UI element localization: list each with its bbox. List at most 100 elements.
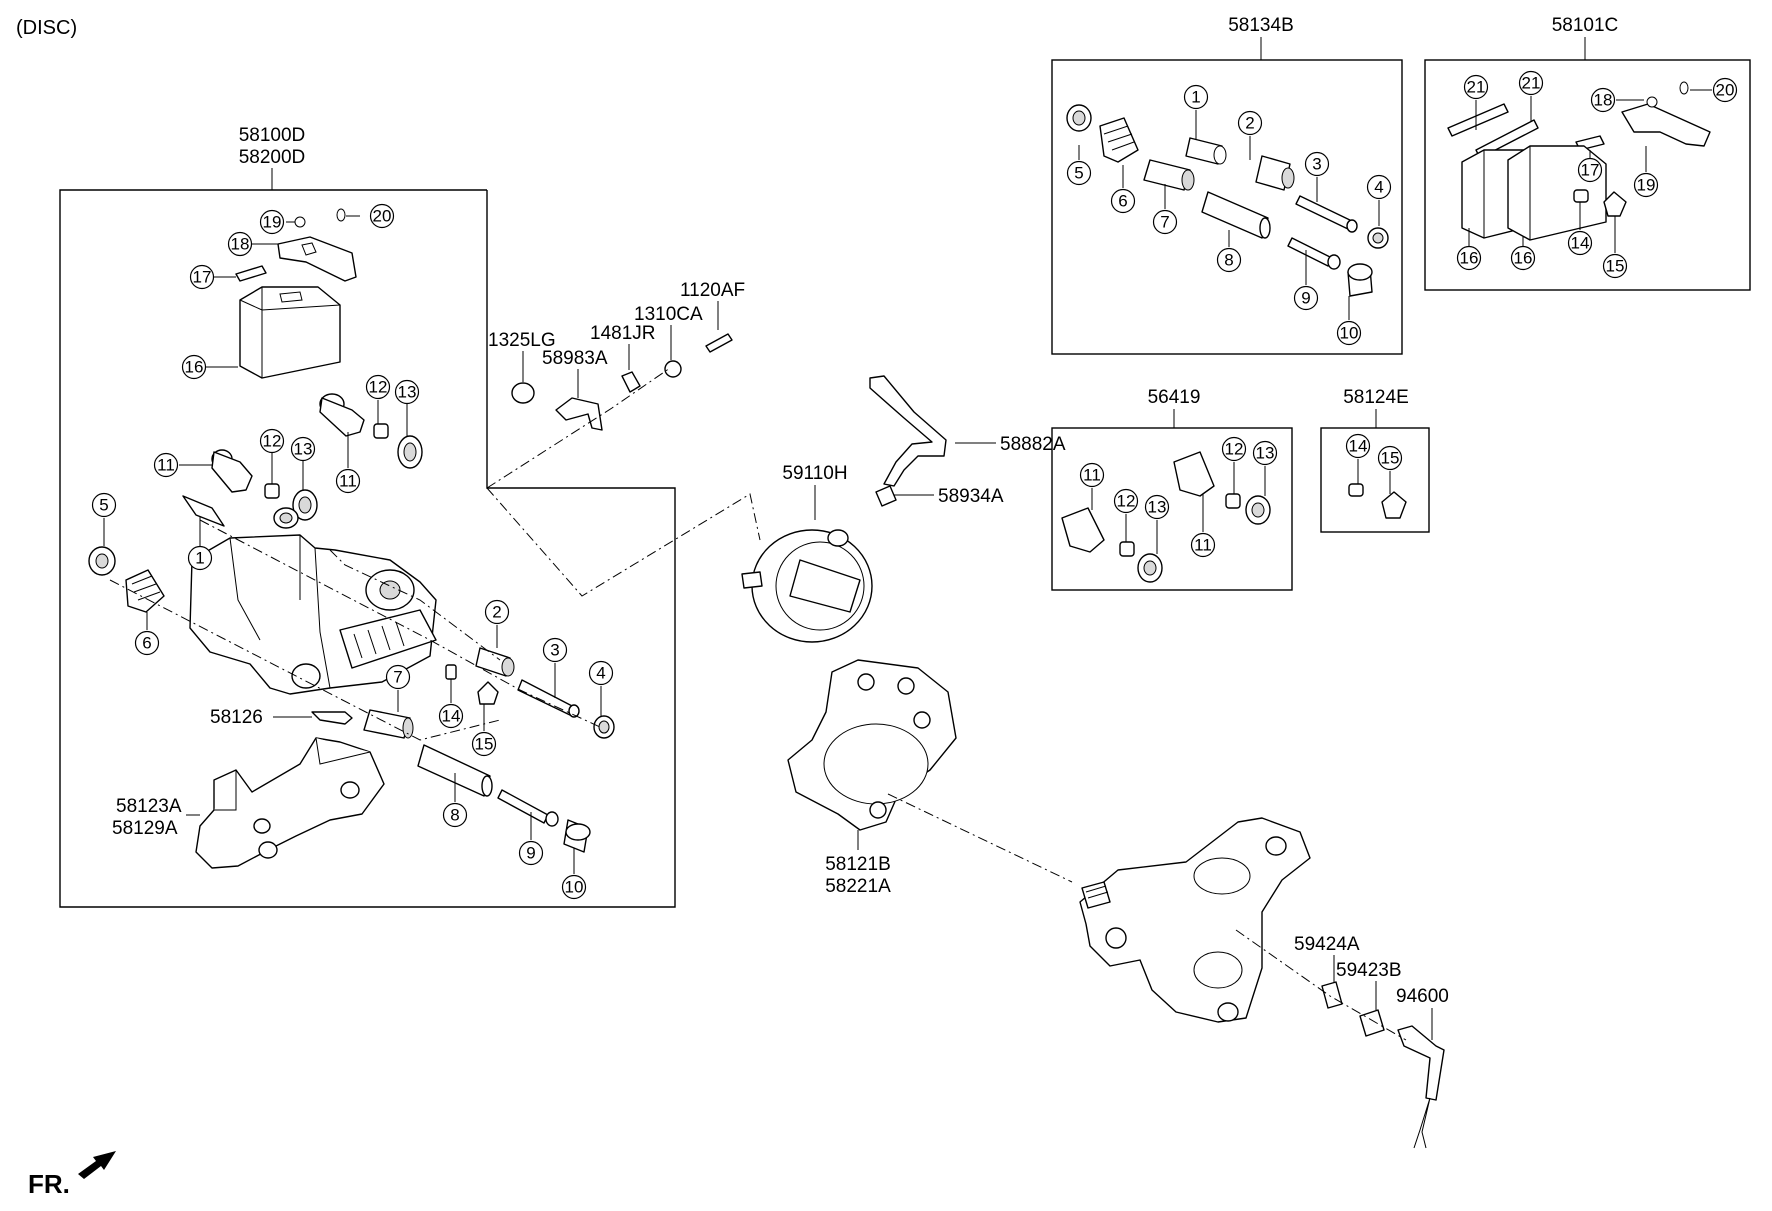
kit-56419-callout-13b: 13	[1252, 440, 1278, 466]
caliper-assembly-group: 58100D 58200D	[59, 125, 676, 908]
kit-58124E: 58124E 14 15	[1320, 387, 1430, 533]
callout-12a: 12	[365, 374, 391, 400]
caliper-part-codes: 58126 58123A 58129A	[112, 707, 312, 839]
svg-text:20: 20	[1716, 81, 1735, 100]
kit-58134B-callout-7: 7	[1152, 209, 1178, 235]
kit-56419-box	[1051, 427, 1293, 591]
svg-text:7: 7	[393, 668, 402, 687]
kit-58101C-callout-14: 14	[1567, 230, 1593, 256]
svg-text:6: 6	[1118, 192, 1127, 211]
callout-15a: 15	[471, 731, 497, 757]
front-direction-label: FR.	[28, 1169, 70, 1199]
svg-text:19: 19	[263, 213, 282, 232]
kit-58101C-callout-20: 20	[1712, 77, 1738, 103]
callout-5a: 5	[91, 492, 117, 518]
svg-text:11: 11	[1083, 466, 1101, 485]
svg-text:12: 12	[369, 378, 388, 397]
svg-text:12: 12	[1225, 440, 1244, 459]
svg-text:19: 19	[1637, 176, 1656, 195]
svg-text:2: 2	[492, 603, 501, 622]
brake-hose	[869, 375, 947, 487]
code-94600: 94600	[1396, 986, 1449, 1007]
callout-11a: 11	[335, 468, 361, 494]
svg-text:20: 20	[373, 207, 392, 226]
kit-56419-callout-11b: 11	[1190, 532, 1216, 558]
callout-11b: 11	[153, 452, 179, 478]
svg-text:21: 21	[1467, 78, 1486, 97]
kit-58101C-callout-18: 18	[1590, 87, 1616, 113]
svg-text:11: 11	[339, 472, 357, 491]
callout-13a: 13	[394, 379, 420, 405]
callout-19: 19	[259, 209, 285, 235]
code-58126: 58126	[210, 707, 263, 728]
abs-sensor-wire	[1413, 1097, 1431, 1149]
bracket-parts: 1325LG 58983A 1481JR 1310CA 1120AF	[486, 280, 745, 489]
callout-10a: 10	[561, 874, 587, 900]
svg-text:5: 5	[1074, 164, 1083, 183]
svg-text:15: 15	[1606, 257, 1625, 276]
svg-text:7: 7	[1160, 213, 1169, 232]
svg-text:14: 14	[1571, 234, 1590, 253]
kit-58101C-callout-21a: 21	[1463, 74, 1489, 100]
svg-text:13: 13	[1148, 498, 1167, 517]
kit-58134B-callout-6: 6	[1110, 188, 1136, 214]
kit-58101C-callout-15: 15	[1602, 253, 1628, 279]
code-58129A: 58129A	[112, 818, 178, 839]
callout-1a: 1	[187, 545, 213, 571]
steering-knuckle	[1079, 817, 1311, 1023]
kit-58101C-box	[1424, 59, 1751, 291]
pad-pin	[235, 265, 267, 282]
svg-text:16: 16	[1514, 249, 1533, 268]
svg-text:10: 10	[1340, 324, 1359, 343]
kit-56419-callout-13a: 13	[1144, 494, 1170, 520]
kit-58124E-code: 58124E	[1343, 387, 1409, 408]
kit-58101C-callout-19: 19	[1633, 172, 1659, 198]
svg-text:9: 9	[1301, 289, 1310, 308]
svg-text:8: 8	[1224, 251, 1233, 270]
kit-58101C-callout-17: 17	[1577, 157, 1603, 183]
code-59110H: 59110H	[782, 463, 847, 484]
svg-text:2: 2	[1245, 114, 1254, 133]
svg-text:9: 9	[526, 844, 535, 863]
callout-13b: 13	[290, 436, 316, 462]
svg-text:3: 3	[550, 641, 559, 660]
caliper-body	[189, 507, 437, 695]
svg-text:8: 8	[450, 806, 459, 825]
caliper-callouts: 19 20 18 17 16 12 13 11 11 12 13 5 1 6 2…	[91, 203, 614, 900]
svg-text:14: 14	[1349, 437, 1368, 456]
kit-58134B-callout-5: 5	[1066, 160, 1092, 186]
svg-text:1: 1	[1191, 88, 1200, 107]
kit-56419-callout-11a: 11	[1079, 462, 1105, 488]
callout-9a: 9	[518, 840, 544, 866]
kit-56419-callout-12a: 12	[1113, 488, 1139, 514]
kit-58134B-callout-4: 4	[1366, 174, 1392, 200]
kit-58124E-box	[1320, 427, 1430, 533]
svg-text:16: 16	[1460, 249, 1479, 268]
kit-58134B-callout-10: 10	[1336, 320, 1362, 346]
front-direction-indicator: FR.	[28, 1151, 116, 1199]
svg-text:1: 1	[195, 549, 204, 568]
callout-8a: 8	[442, 802, 468, 828]
guide-pin-set	[363, 647, 615, 853]
callout-2a: 2	[484, 599, 510, 625]
kit-58101C: 58101C 21 21 18 20 17 19 16 16 14 15	[1424, 15, 1751, 291]
kit-58134B-code: 58134B	[1228, 15, 1294, 36]
callout-18: 18	[227, 231, 253, 257]
callout-20: 20	[369, 203, 395, 229]
kit-58134B-callout-9: 9	[1293, 285, 1319, 311]
guide-sleeve-1	[182, 495, 225, 527]
svg-text:6: 6	[142, 634, 151, 653]
svg-text:10: 10	[565, 878, 584, 897]
callout-3a: 3	[542, 637, 568, 663]
svg-text:12: 12	[263, 432, 282, 451]
kit-58101C-callout-16b: 16	[1510, 245, 1536, 271]
kit-58134B-callout-8: 8	[1216, 247, 1242, 273]
torque-plate-group: 58121B 58221A	[787, 659, 1073, 897]
code-1481JR: 1481JR	[590, 323, 656, 344]
svg-text:13: 13	[398, 383, 417, 402]
svg-text:15: 15	[475, 735, 494, 754]
svg-text:4: 4	[596, 664, 605, 683]
knuckle-group: 59424A 59423B 94600	[1079, 817, 1449, 1149]
kit-58101C-callout-21b: 21	[1518, 70, 1544, 96]
